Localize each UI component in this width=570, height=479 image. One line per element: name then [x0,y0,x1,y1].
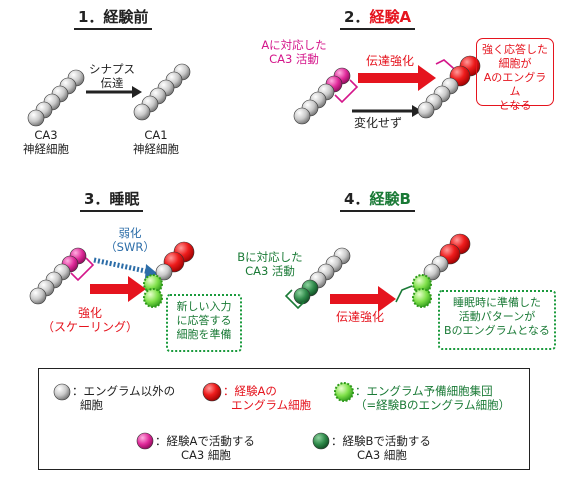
panel1-ca1-label-line2: 神経細胞 [133,142,179,156]
panel4-ca1-chain [412,233,471,308]
panel2-strengthen-label: 伝達強化 [365,54,414,68]
legend-gray-line2: 細胞 [80,398,103,412]
legend-magenta-label: ：経験Aで活動する CA3 細胞 [155,434,255,462]
panel3-callout-line1: 新しい入力 [176,300,232,313]
panel2-ca1-chain [417,55,481,119]
panel1-arrow-label-line1: シナプス [89,62,135,76]
panel3-strengthen-line1: 強化 [77,306,102,320]
panel1-ca3-label-line2: 神経細胞 [23,142,69,156]
panel1-ca1-label: CA1 神経細胞 [128,128,184,156]
panel4-callout-line2: 活動パターンが [458,310,536,323]
panel3-active-bracket [70,257,95,282]
panel4-ca3-activity-label: Bに対応した CA3 活動 [230,250,310,278]
panel2-callout-line1: 強く応答した [482,43,548,56]
panel1-ca3-chain [27,69,85,127]
panel4-ca3-label-line1: Bに対応した [237,250,303,264]
legend-darkgreen-cell-icon [312,432,330,450]
legend-green-label: ：エングラム予備細胞集団 （=経験Bのエングラム細胞） [355,384,510,412]
panel2-engram-callout: 強く応答した 細胞が Aのエングラム となる [476,38,554,112]
legend-green-cell-icon [334,382,354,402]
panel2-callout-line4: となる [498,99,532,112]
panel3-strengthen-label: 強化 （スケーリング） [42,306,138,334]
panel2-active-bracket [334,79,359,104]
panel2-unchanged-arrow [352,105,422,117]
panel3-callout-line3: 細胞を準備 [176,328,232,341]
panel2-ca3-activity-label: Aに対応した CA3 活動 [254,38,334,66]
legend-darkgreen-line2: CA3 細胞 [357,448,407,462]
legend-green-line2: （=経験Bのエングラム細胞） [355,398,511,412]
panel4-active-bracket [284,289,305,310]
panel1-title: 1．経験前 [74,8,153,30]
panel3-weaken-label: 弱化 （SWR） [98,226,162,254]
panel4-strengthen-arrow [330,286,396,312]
legend-red-cell-icon [202,382,222,402]
legend-magenta-line1: ：経験Aで活動する [155,434,255,448]
panel4-callout-line3: Bのエングラムとなる [444,324,550,337]
panel3-ca1-chain [143,241,195,308]
panel3-strengthen-arrow [90,276,146,302]
panel1-arrow-label: シナプス 伝達 [88,62,136,90]
legend-magenta-cell-icon [136,432,154,450]
legend-box [38,368,530,470]
panel3-prepare-callout: 新しい入力 に応答する 細胞を準備 [166,294,242,352]
panel1-transmission-arrow [86,86,142,98]
panel4-callout-line1: 睡眠時に準備した [453,296,541,309]
panel2-title-text: 経験A [369,8,412,26]
panel4-strengthen-label: 伝達強化 [335,310,384,324]
panel4-title: 4．経験B [340,190,415,212]
panel2-callout-line3: Aのエングラム [483,71,547,98]
panel4-title-text: 経験B [369,190,411,208]
panel3-ca3-chain [29,247,87,305]
panel3-weaken-line1: 弱化 [118,226,142,240]
panel3-strengthen-line2: （スケーリング） [42,320,139,334]
legend-darkgreen-line1: ：経験Bで活動する [331,434,431,448]
panel1-ca1-chain [133,63,191,121]
panel1-arrow-label-line2: 伝達 [100,76,124,90]
panel2-title-number: 2． [344,8,370,26]
legend-gray-label: ：エングラム以外の 細胞 [72,384,175,412]
panel4-ca3-chain [293,247,351,305]
legend-red-line1: ：経験Aの [223,384,277,398]
panel4-engram-callout: 睡眠時に準備した 活動パターンが Bのエングラムとなる [438,290,556,350]
panel3-title: 3．睡眠 [80,190,144,212]
panel4-title-number: 4． [344,190,370,208]
legend-gray-line1: ：エングラム以外の [72,384,176,398]
legend-red-label: ：経験Aの エングラム細胞 [223,384,311,412]
panel1-ca3-label: CA3 神経細胞 [18,128,74,156]
legend-red-line2: エングラム細胞 [231,398,312,412]
panel3-weaken-arrow [93,257,158,279]
panel3-callout-line2: に応答する [176,314,232,327]
legend-green-line1: ：エングラム予備細胞集団 [355,384,493,398]
panel2-unchanged-label: 変化せず [353,116,402,130]
panel2-callout-line2: 細胞が [498,57,532,70]
panel2-ca3-label-line2: CA3 活動 [269,52,319,66]
panel1-ca3-label-line1: CA3 [34,128,58,142]
legend-gray-cell-icon [53,383,71,401]
panel2-ca3-chain [293,67,351,125]
panel3-weaken-line2: （SWR） [105,240,155,254]
panel4-target-bracket [395,285,413,303]
panel2-title: 2．経験A [340,8,416,30]
panel2-ca3-label-line1: Aに対応した [261,38,327,52]
panel1-ca1-label-line1: CA1 [144,128,168,142]
legend-darkgreen-label: ：経験Bで活動する CA3 細胞 [331,434,431,462]
panel4-ca3-label-line2: CA3 活動 [245,264,295,278]
legend-magenta-line2: CA3 細胞 [181,448,231,462]
panel2-strengthen-arrow [358,65,436,91]
